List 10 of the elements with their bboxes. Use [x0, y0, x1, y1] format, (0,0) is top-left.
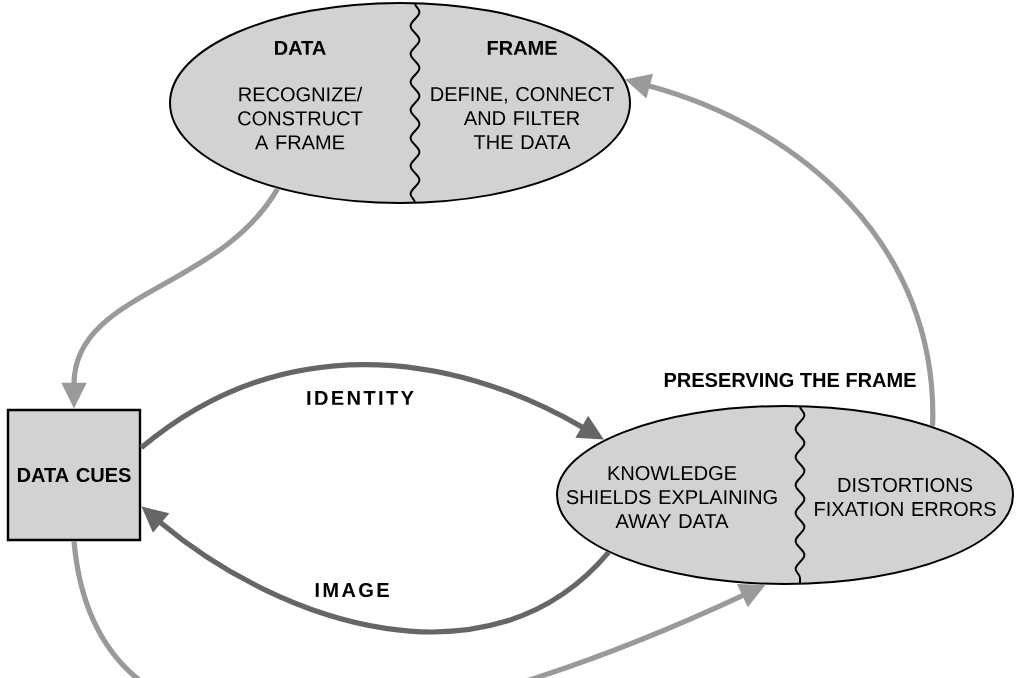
node-text: KNOWLEDGE SHIELDS EXPLAINING AWAY DATA — [566, 466, 777, 528]
heading: PRESERVING THE FRAME — [664, 372, 916, 388]
edge-label: IMAGE — [315, 582, 389, 598]
node-text: RECOGNIZE/ CONSTRUCT A FRAME — [238, 86, 363, 150]
node-text: DISTORTIONS FIXATION ERRORS — [815, 477, 996, 517]
heading: FRAME — [487, 41, 557, 55]
heading: DATA CUES — [17, 467, 131, 483]
edge-label: IDENTITY — [307, 391, 414, 405]
node-text: DEFINE, CONNECT AND FILTER THE DATA — [431, 87, 614, 149]
heading: DATA — [275, 41, 326, 55]
